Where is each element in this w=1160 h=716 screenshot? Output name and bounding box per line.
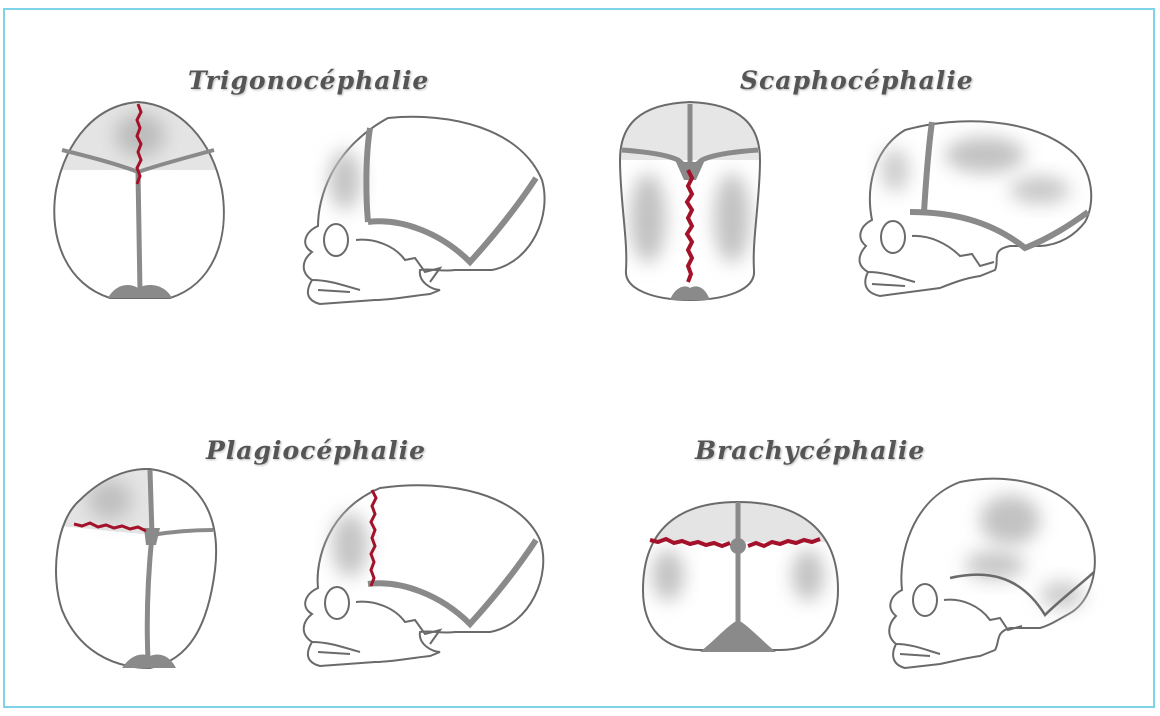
skull-side-plagiocephalie [304, 485, 544, 666]
skull-top-trigonocephalie [50, 100, 230, 298]
skull-side-brachycephalie [889, 479, 1095, 668]
skull-top-brachycephalie [640, 500, 840, 652]
skull-top-plagiocephalie [50, 469, 216, 668]
skull-side-trigonocephalie [304, 117, 545, 304]
skull-side-scaphocephalie [860, 121, 1092, 296]
skull-top-scaphocephalie [620, 100, 770, 300]
